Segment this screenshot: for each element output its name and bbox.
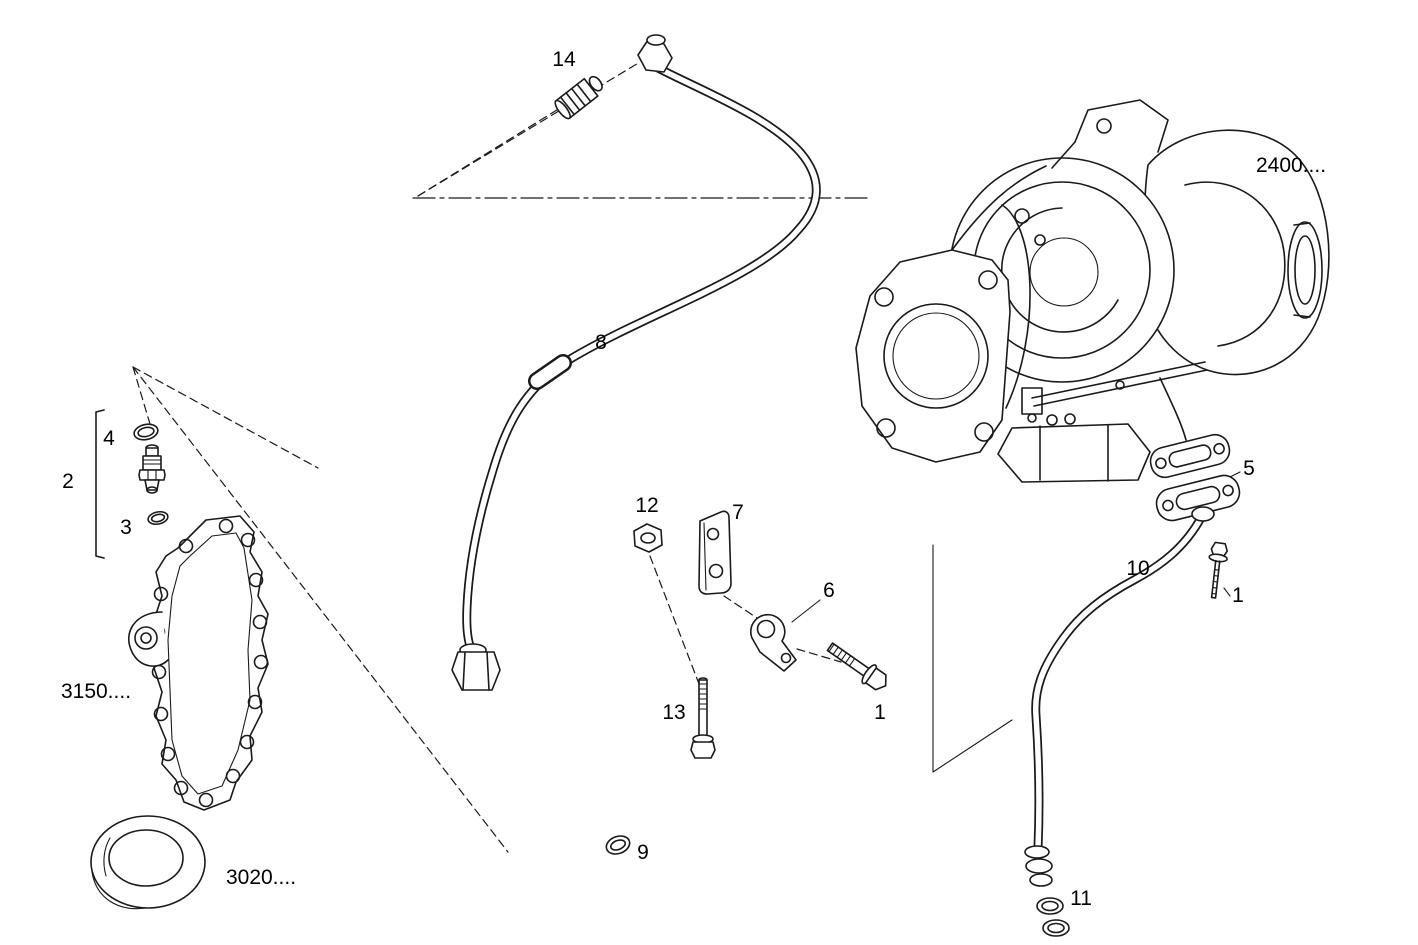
callout-5[interactable]: 5 [1243,457,1255,480]
callout-2[interactable]: 2 [62,470,74,493]
bracket-part-7 [698,510,732,595]
pipe8-bottom-nut [451,651,501,691]
gaskets-part-5 [1149,433,1241,522]
callout-13[interactable]: 13 [662,701,685,724]
callout-6[interactable]: 6 [823,579,835,602]
oil-return-pipe-part-10 [1024,506,1215,887]
turbo-mounting-flange [855,249,1011,463]
callout-3[interactable]: 3 [120,516,132,539]
callout-3020[interactable]: 3020.... [226,866,296,889]
callout-2400[interactable]: 2400.... [1256,154,1326,177]
callout-12[interactable]: 12 [635,494,658,517]
callout-8[interactable]: 8 [595,331,607,354]
turbo-base-mount [997,423,1151,483]
fitting-part-2 [138,444,166,494]
callout-11[interactable]: 11 [1070,887,1092,910]
bracket-span-part-2 [95,409,105,559]
bolt-part-13 [690,677,716,759]
fitting-part-14 [554,75,603,120]
callout-1-right[interactable]: 1 [1232,584,1244,607]
ring-part-3 [147,510,169,526]
o-ring-part-9 [605,835,631,855]
callout-10[interactable]: 10 [1126,557,1149,580]
pipe8-top-nut [637,39,673,73]
callout-4[interactable]: 4 [103,427,115,450]
filter-ring-3020 [90,815,206,910]
leader-lines [132,61,1241,853]
callout-14[interactable]: 14 [552,48,576,71]
bolt-part-1-right [1208,541,1229,599]
clamp-part-6 [749,613,797,672]
turbocharger-assembly [855,99,1330,483]
thermostat-housing [127,611,169,667]
callout-7[interactable]: 7 [732,501,744,524]
callout-3150[interactable]: 3150.... [61,680,131,703]
washer-part-4 [133,423,159,441]
seal-rings-part-11 [1036,897,1070,937]
callout-1-center[interactable]: 1 [874,701,886,724]
oil-feed-pipe-part-8 [451,34,821,691]
heat-exchanger-3150 [127,515,269,811]
callout-9[interactable]: 9 [637,841,649,864]
bolt-part-1-center [826,642,887,691]
nut-part-12 [633,523,663,553]
